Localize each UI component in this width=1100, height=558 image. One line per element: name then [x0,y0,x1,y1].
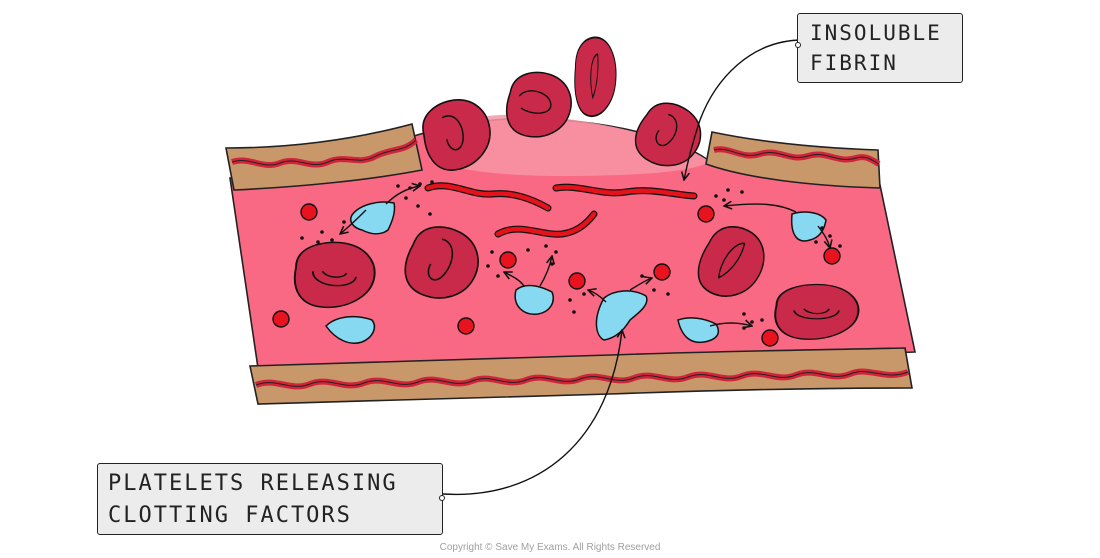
red-blood-cell [396,217,489,311]
red-blood-cell [688,216,776,309]
red-blood-cell [625,92,712,180]
red-blood-cell [774,283,860,341]
label-line: FIBRIN [810,51,898,75]
fibrin-leader-line [684,39,804,180]
release-arrows [340,186,830,326]
small-red-cell [272,203,841,347]
vessel-wall-top-right [705,131,881,189]
label-line: INSOLUBLE [810,21,942,45]
copyright-footer: Copyright © Save My Exams. All Rights Re… [439,542,661,553]
vessel-wall-top-left [225,123,423,191]
platelets-leader-line [442,330,622,496]
fibrin-thread [424,182,698,238]
red-blood-cell [293,241,376,309]
red-blood-cell [501,66,577,144]
label-insoluble-fibrin: INSOLUBLE FIBRIN [795,13,963,83]
wound-clot-area [426,114,710,176]
red-blood-cell [573,36,617,118]
red-blood-cell [415,91,499,177]
platelet [325,201,827,344]
label-line: CLOTTING FACTORS [108,503,352,528]
vessel-wall-bottom [249,347,913,405]
label-platelets-releasing-clotting-factors: PLATELETS RELEASING CLOTTING FACTORS [97,463,445,535]
label-line: PLATELETS RELEASING [108,471,398,496]
label-hole-icon [439,495,445,501]
label-hole-icon [795,42,801,48]
